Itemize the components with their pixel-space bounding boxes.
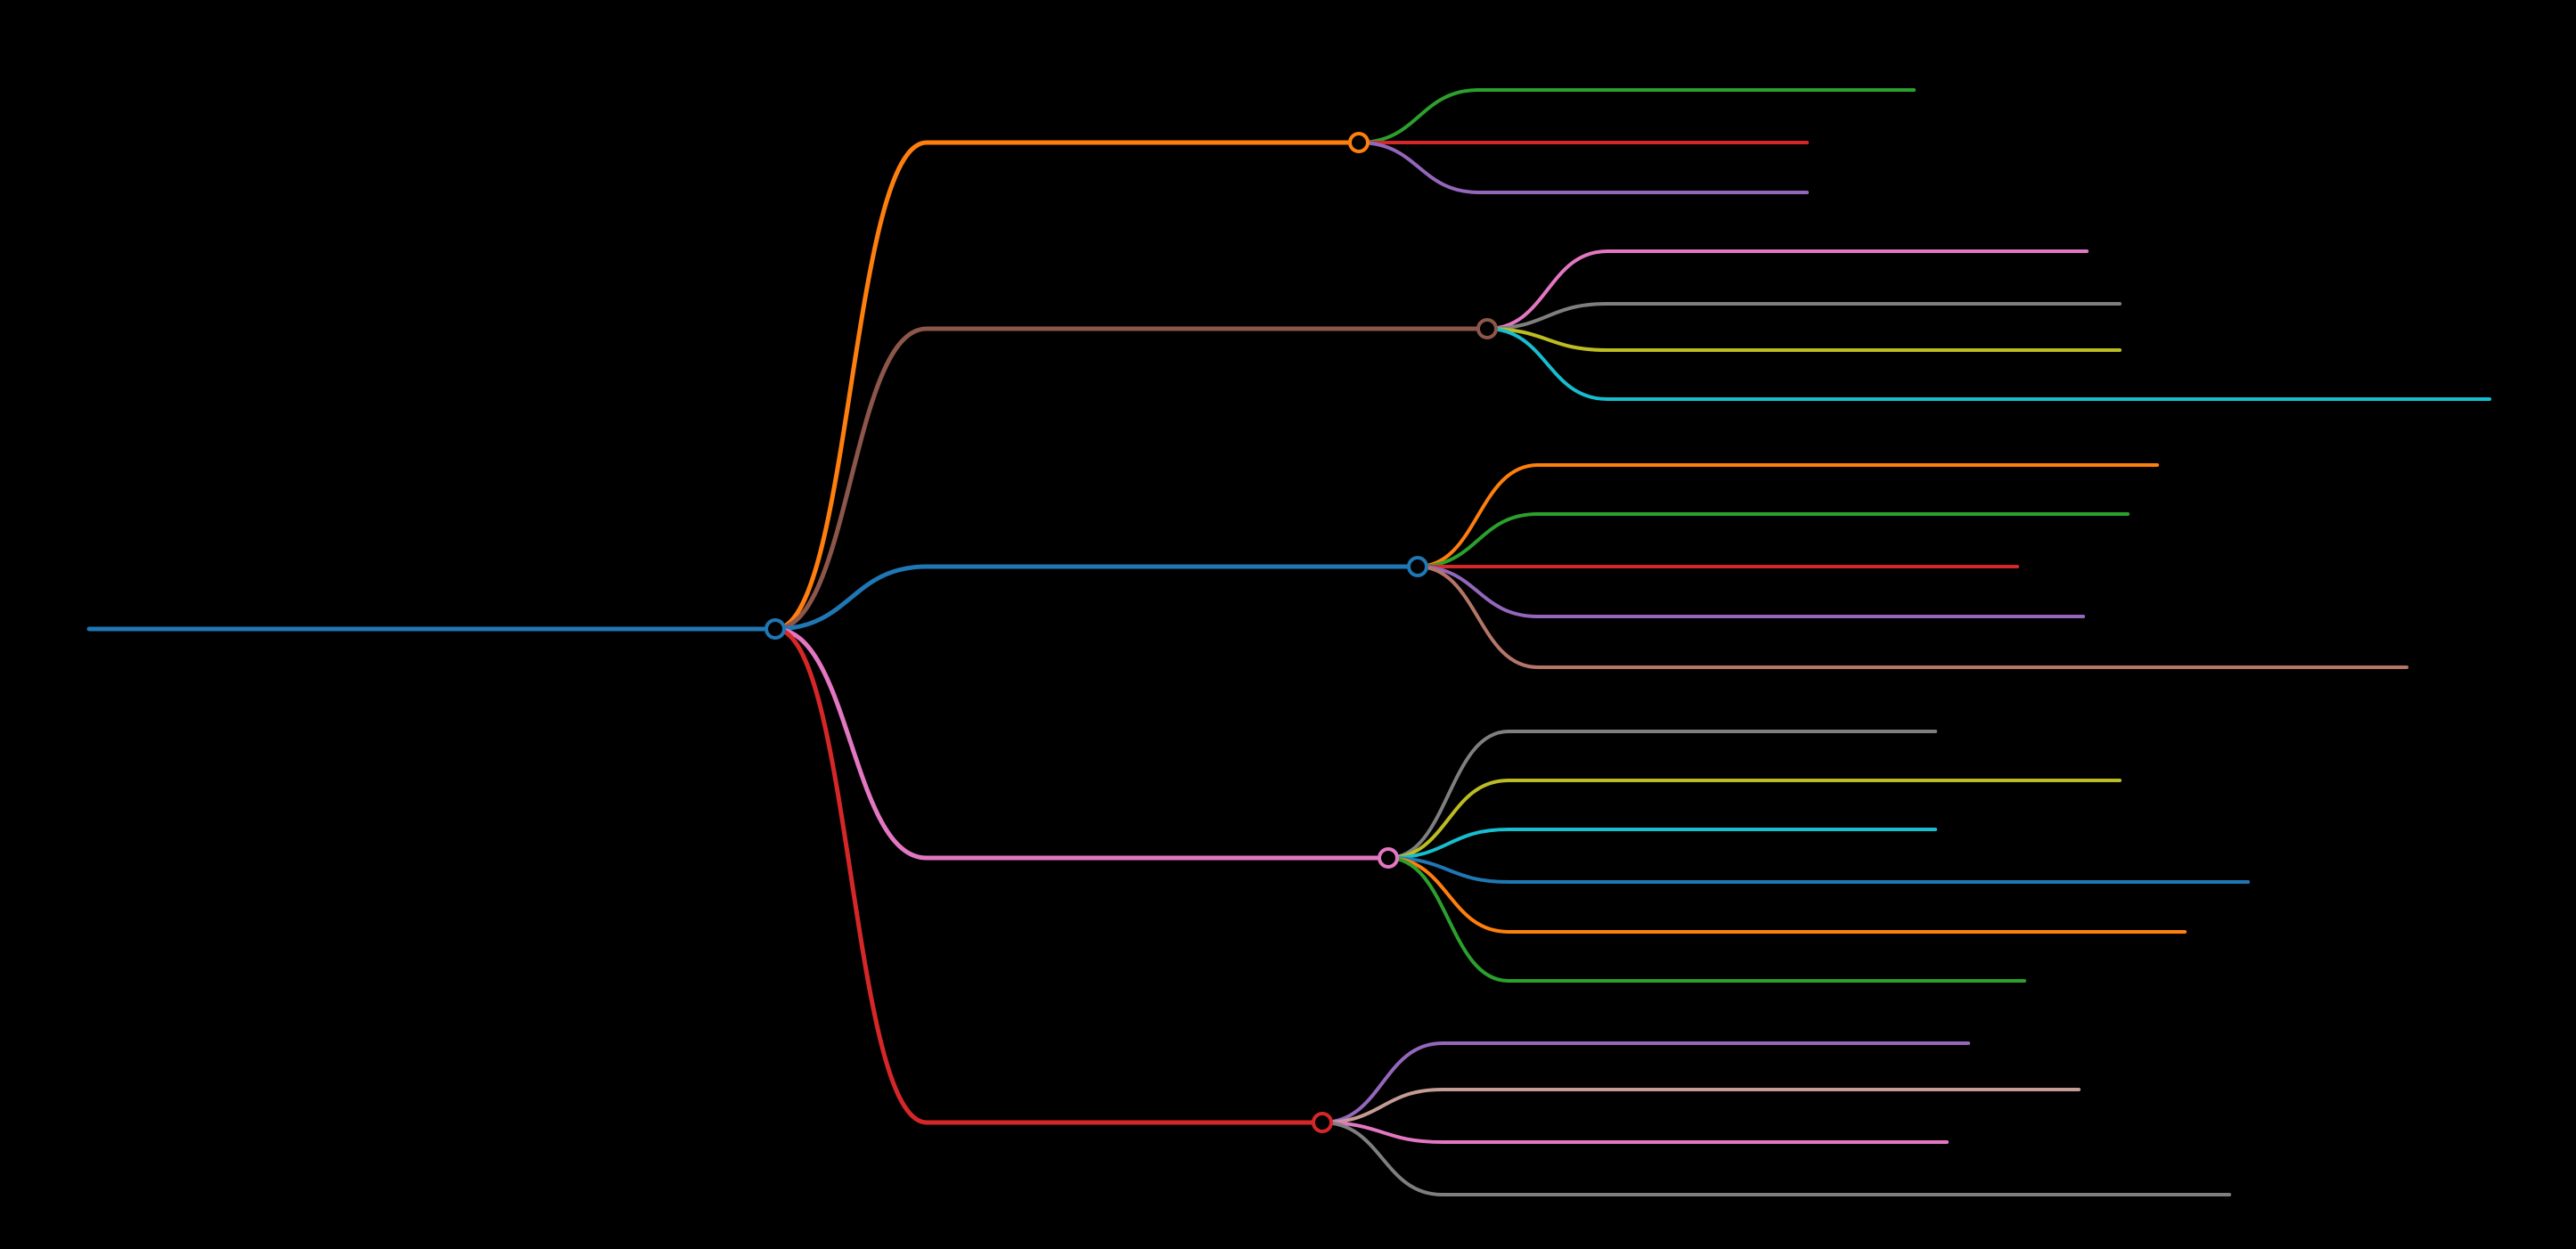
node-branch-4[interactable] xyxy=(1378,847,1399,869)
link-branch-5 xyxy=(773,626,1325,1125)
link-leaf-3-4 xyxy=(1416,565,2085,618)
link-leaf-2-2 xyxy=(1485,302,2122,331)
link-leaf-5-3 xyxy=(1321,1121,1949,1144)
link-leaf-2-3 xyxy=(1485,327,2122,352)
node-branch-5[interactable] xyxy=(1312,1112,1333,1133)
link-leaf-3-1 xyxy=(1416,463,2159,568)
link-branch-2 xyxy=(773,326,1490,632)
link-leaf-3-5 xyxy=(1416,565,2408,669)
node-branch-3[interactable] xyxy=(1407,556,1428,577)
link-leaf-1-1 xyxy=(1357,88,1916,144)
node-branch-2[interactable] xyxy=(1476,318,1498,339)
link-leaf-4-1 xyxy=(1386,730,1937,860)
link-leaf-5-2 xyxy=(1321,1088,2081,1124)
link-branch-1 xyxy=(773,140,1362,632)
link-branch-3 xyxy=(773,564,1420,632)
link-leaf-2-4 xyxy=(1485,327,2491,401)
link-leaf-4-2 xyxy=(1386,779,2122,860)
link-leaf-4-5 xyxy=(1386,856,2187,934)
link-leaf-4-3 xyxy=(1386,828,1937,860)
link-leaf-4-6 xyxy=(1386,856,2026,983)
link-leaf-1-3 xyxy=(1357,141,1809,194)
link-leaf-5-1 xyxy=(1321,1041,1970,1124)
node-root[interactable] xyxy=(765,618,786,640)
link-leaf-3-2 xyxy=(1416,512,2130,568)
node-branch-1[interactable] xyxy=(1348,132,1370,153)
link-branch-4 xyxy=(773,626,1391,861)
link-leaf-5-4 xyxy=(1321,1121,2231,1196)
link-leaf-2-1 xyxy=(1485,249,2089,331)
link-leaf-4-4 xyxy=(1386,856,2250,884)
